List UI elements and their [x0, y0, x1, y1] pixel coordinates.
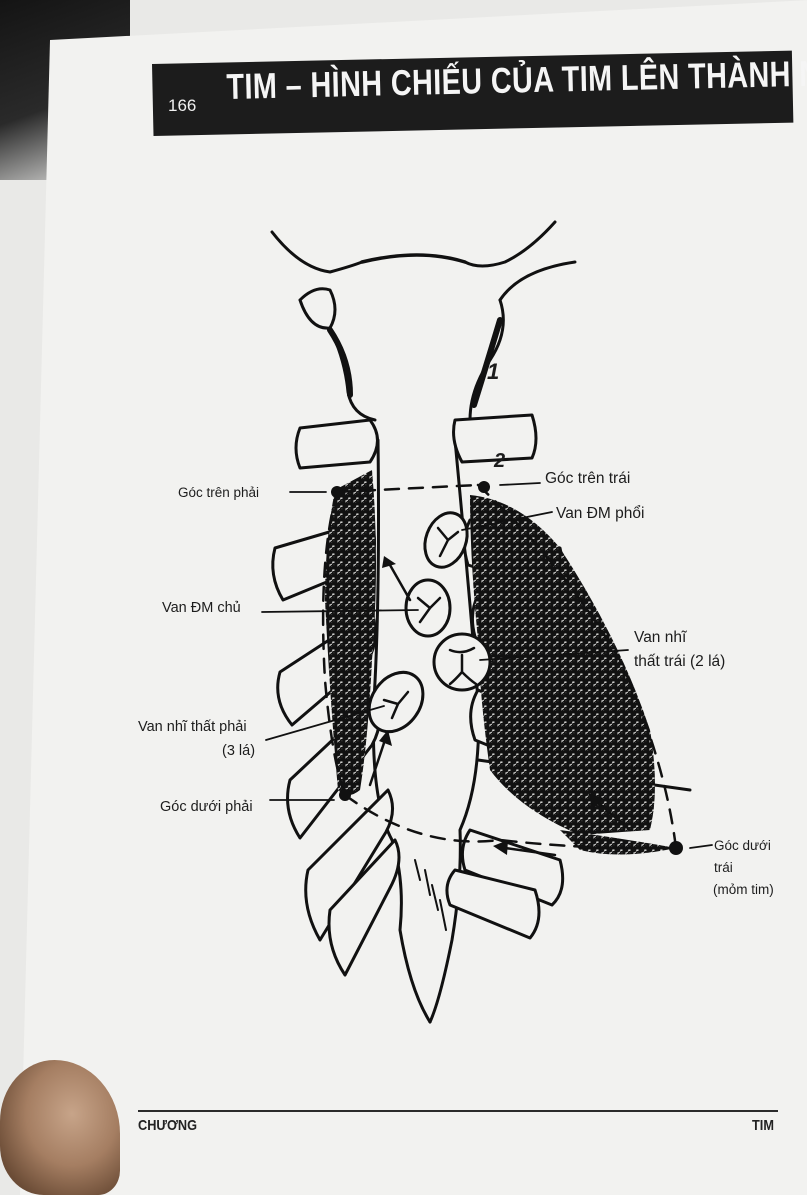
footer-rule [138, 1110, 778, 1112]
van-dm-chu-valve [404, 578, 452, 638]
leader-van-nhi-that-phai [265, 705, 385, 741]
heart-apex-area [560, 830, 676, 855]
label-goc-duoi-trai-3: (mỏm tim) [713, 882, 774, 897]
label-van-dm-chu: Van ĐM chủ [162, 600, 241, 616]
left-clavicle-head [498, 260, 577, 302]
van-nhi-that-phai-valve [367, 670, 425, 734]
leader-goc-tren-trai [499, 482, 541, 486]
leader-goc-duoi-trai [689, 844, 713, 849]
label-van-nhi-that-trai-2: thất trái (2 lá) [634, 653, 726, 670]
heart-border-right [321, 490, 347, 797]
leader-van-dm-chu [261, 609, 419, 613]
label-van-dm-phoi: Van ĐM phổi [556, 505, 645, 522]
arrow-bottom [503, 846, 557, 857]
arrow-mitral [593, 798, 632, 832]
label-goc-duoi-phai: Góc dưới phải [160, 799, 253, 815]
leader-van-nhi-that-trai [479, 649, 629, 661]
label-goc-duoi-trai-1: Góc dưới [714, 838, 771, 853]
heart-border-left [476, 483, 678, 850]
arrow-bottom-head [493, 840, 508, 855]
footer-chapter: CHƯƠNG [138, 1117, 197, 1134]
xiphoid-hatching [414, 859, 447, 931]
footer-section: TIM [752, 1117, 774, 1134]
label-goc-tren-trai: Góc trên trái [545, 470, 631, 487]
arrow-mitral-head [588, 793, 603, 808]
first-rib-shading-right [327, 327, 353, 398]
rib-number-1: 1 [487, 359, 500, 384]
label-van-nhi-that-phai-2: (3 lá) [222, 743, 256, 759]
rib-left-2 [452, 413, 538, 464]
sternum-right-edge [428, 438, 481, 1024]
van-dm-phoi-valve [423, 511, 469, 569]
arrow-aorta-head [382, 556, 396, 568]
van-nhi-that-trai-valve [432, 632, 492, 692]
rib-left-7 [460, 828, 565, 907]
rib-right-7 [327, 838, 401, 977]
rib-right-2 [294, 418, 379, 470]
rib-left-8 [445, 868, 541, 940]
neck-left-outline [270, 230, 364, 274]
goc-duoi-phai-dot [339, 789, 351, 801]
heart-right-area [325, 470, 376, 795]
page-number: 166 [168, 96, 197, 115]
arrow-aorta [388, 563, 412, 602]
arrow-tricuspid [368, 738, 387, 787]
heart-border-top [335, 483, 480, 494]
goc-tren-trai-dot [478, 481, 490, 493]
rib-number-2: 2 [494, 450, 506, 472]
label-van-nhi-that-phai-1: Van nhĩ thất phải [138, 719, 247, 735]
heart-border-bottom [343, 793, 678, 850]
first-rib-shading-left [471, 317, 503, 408]
label-van-nhi-that-trai-1: Van nhĩ [634, 629, 687, 646]
right-clavicle-head [298, 287, 337, 330]
goc-duoi-trai-dot [669, 841, 683, 855]
label-goc-duoi-trai-2: trái [714, 860, 733, 875]
heart-left-area [470, 495, 655, 835]
label-goc-tren-phai: Góc trên phải [178, 485, 260, 500]
goc-tren-phai-dot [331, 486, 343, 498]
arrow-tricuspid-head [379, 730, 392, 746]
neck-right-outline [463, 220, 557, 268]
finger-photo-artifact [0, 1060, 120, 1195]
manubrium-outline [360, 253, 467, 264]
leader-van-dm-phoi [461, 511, 553, 531]
